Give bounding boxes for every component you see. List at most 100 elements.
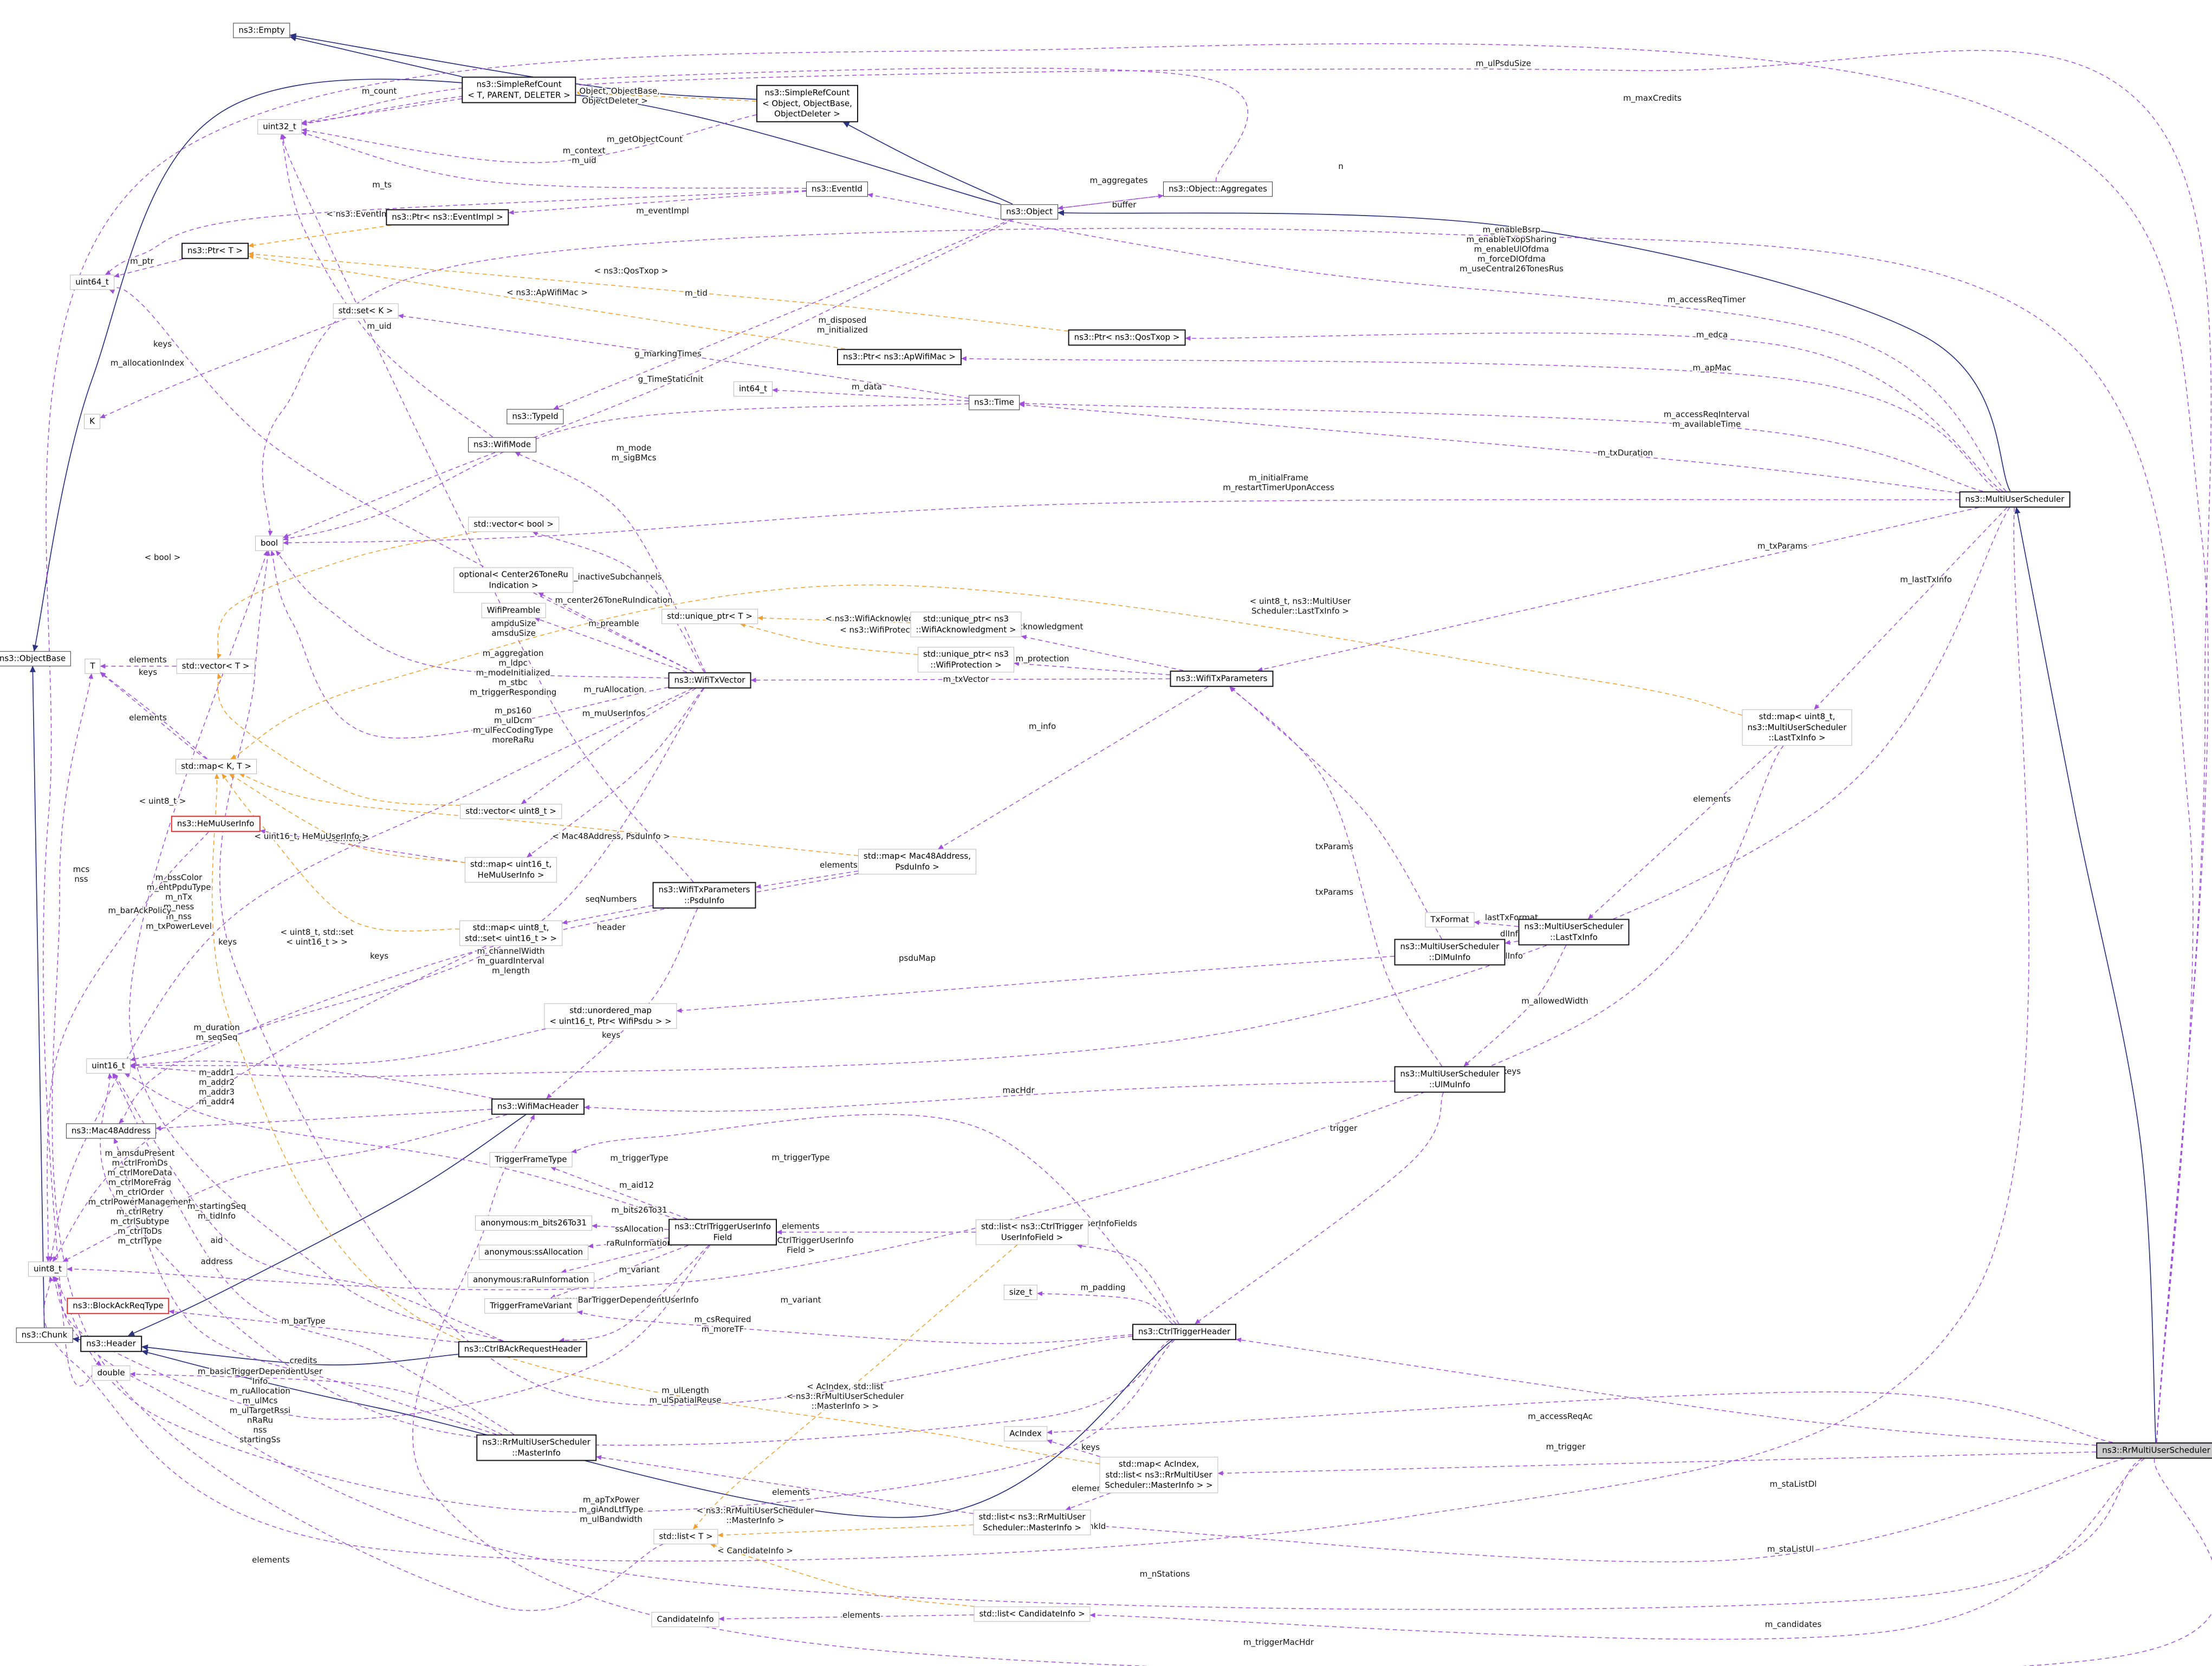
edge-txv-optc — [538, 592, 694, 673]
node-lcand[interactable]: std::list< CandidateInfo > — [974, 1606, 1091, 1622]
node-mapu16[interactable]: std::map< uint16_t, HeMuUserInfo > — [464, 857, 557, 883]
edge-txv-u8 — [49, 688, 693, 1262]
node-dbl[interactable]: double — [92, 1365, 131, 1381]
node-ptrap[interactable]: ns3::Ptr< ns3::ApWifiMac > — [837, 349, 962, 365]
edge-mus-evid — [867, 193, 2007, 492]
node-srct[interactable]: ns3::SimpleRefCount < T, PARENT, DELETER… — [462, 76, 576, 103]
node-tid[interactable]: ns3::TypeId — [507, 409, 564, 424]
node-mapac[interactable]: std::map< AcIndex, std::list< ns3::RrMul… — [1099, 1456, 1218, 1493]
edge-rrmus-aci — [1047, 1391, 2113, 1443]
edge-label-rrmus-mapac: m_staListDl — [1770, 1479, 1817, 1489]
node-minfo[interactable]: ns3::RrMultiUserScheduler ::MasterInfo — [476, 1434, 596, 1461]
node-obase[interactable]: ns3::ObjectBase — [0, 651, 72, 666]
node-ptrev[interactable]: ns3::Ptr< ns3::EventImpl > — [386, 209, 509, 225]
edge-label-rrmus-dbl: m_maxCredits — [1623, 93, 1682, 103]
edge-ulmu-cth — [1195, 1092, 1444, 1324]
node-u8[interactable]: uint8_t — [28, 1261, 67, 1277]
node-ctuif[interactable]: ns3::CtrlTriggerUserInfo Field — [669, 1219, 777, 1246]
node-t[interactable]: T — [85, 659, 101, 674]
edge-label-mapkt-t: elements — [129, 713, 167, 723]
node-anonr[interactable]: anonymous:raRuInformation — [468, 1272, 594, 1287]
edge-ptrap-ptrt — [248, 254, 846, 349]
edge-label-ulmu-wmh: macHdr — [1002, 1085, 1035, 1095]
edge-label-vecu8-vect: < uint8_t > — [139, 796, 186, 806]
node-txp[interactable]: ns3::WifiTxParameters — [1170, 671, 1274, 687]
node-obj[interactable]: ns3::Object — [1001, 204, 1058, 219]
node-ulmu[interactable]: ns3::MultiUserScheduler ::UlMuInfo — [1394, 1066, 1506, 1093]
node-evid[interactable]: ns3::EventId — [806, 181, 868, 197]
node-chunk[interactable]: ns3::Chunk — [16, 1327, 73, 1343]
node-aci[interactable]: AcIndex — [1004, 1426, 1047, 1441]
node-srco[interactable]: ns3::SimpleRefCount < Object, ObjectBase… — [756, 84, 858, 122]
node-bart[interactable]: ns3::BlockAckReqType — [67, 1298, 170, 1314]
node-i64[interactable]: int64_t — [733, 381, 773, 396]
node-lctuif[interactable]: std::list< ns3::CtrlTrigger UserInfoFiel… — [975, 1219, 1089, 1245]
node-hdr[interactable]: ns3::Header — [80, 1336, 142, 1352]
node-u64[interactable]: uint64_t — [70, 275, 114, 290]
edge-label-mus-evid: m_accessReqTimer — [1668, 295, 1746, 305]
node-psdu[interactable]: ns3::WifiTxParameters ::PsduInfo — [652, 882, 756, 909]
edge-label-cback-bart: m_barType — [281, 1316, 325, 1326]
node-maplast[interactable]: std::map< uint8_t, ns3::MultiUserSchedul… — [1742, 709, 1852, 746]
node-cback[interactable]: ns3::CtrlBAckRequestHeader — [458, 1341, 588, 1357]
node-mapu8s[interactable]: std::map< uint8_t, std::set< uint16_t > … — [459, 920, 562, 946]
edge-dlmu-unmap — [676, 955, 1394, 1013]
node-time[interactable]: ns3::Time — [969, 395, 1020, 410]
node-anonb[interactable]: anonymous:m_bits26To31 — [475, 1215, 592, 1231]
node-mus[interactable]: ns3::MultiUserScheduler — [1959, 491, 2071, 507]
node-mapmac[interactable]: std::map< Mac48Address, PsduInfo > — [858, 849, 976, 875]
node-uniqt[interactable]: std::unique_ptr< T > — [661, 609, 758, 624]
node-cand[interactable]: CandidateInfo — [651, 1612, 719, 1627]
node-wpre[interactable]: WifiPreamble — [481, 603, 546, 618]
edge-label-ptrqos-ptrt: < ns3::QosTxop > — [594, 266, 669, 276]
node-uniqp[interactable]: std::unique_ptr< ns3 ::WifiProtection > — [917, 647, 1015, 673]
node-vect[interactable]: std::vector< T > — [176, 659, 255, 674]
node-mapkt[interactable]: std::map< K, T > — [176, 759, 257, 774]
node-cth[interactable]: ns3::CtrlTriggerHeader — [1132, 1324, 1237, 1340]
node-aggr[interactable]: ns3::Object::Aggregates — [1163, 181, 1273, 197]
node-tft[interactable]: TriggerFrameType — [489, 1152, 573, 1167]
node-wmode[interactable]: ns3::WifiMode — [468, 437, 536, 452]
edge-label-dlmu-unmap: psduMap — [899, 953, 936, 963]
edge-mus-time — [1019, 401, 1983, 492]
node-rrmus[interactable]: ns3::RrMultiUserScheduler — [2096, 1442, 2212, 1459]
edge-mus-time — [1019, 402, 1960, 493]
node-lmast[interactable]: std::list< ns3::RrMultiUser Scheduler::M… — [973, 1509, 1091, 1535]
node-uniqa[interactable]: std::unique_ptr< ns3 ::WifiAcknowledgmen… — [910, 611, 1022, 637]
node-setk[interactable]: std::set< K > — [333, 303, 399, 318]
node-optc[interactable]: optional< Center26ToneRu Indication > — [453, 567, 574, 593]
node-unmap[interactable]: std::unordered_map < uint16_t, Ptr< Wifi… — [544, 1003, 677, 1029]
edge-obj-obase — [32, 79, 1001, 652]
node-empty[interactable]: ns3::Empty — [233, 23, 290, 38]
node-txf[interactable]: TxFormat — [1425, 912, 1475, 927]
node-k[interactable]: K — [84, 414, 100, 429]
node-wmh[interactable]: ns3::WifiMacHeader — [491, 1098, 585, 1115]
node-vecu8[interactable]: std::vector< uint8_t > — [460, 804, 562, 819]
node-ltx[interactable]: ns3::MultiUserScheduler ::LastTxInfo — [1518, 919, 1630, 946]
node-listt[interactable]: std::list< T > — [653, 1529, 718, 1544]
node-bool[interactable]: bool — [255, 536, 284, 551]
node-txv[interactable]: ns3::WifiTxVector — [668, 672, 751, 688]
node-dlmu[interactable]: ns3::MultiUserScheduler ::DlMuInfo — [1394, 939, 1506, 966]
edge-hdr-chunk — [72, 1336, 81, 1343]
edge-ltx-txf — [1474, 920, 1519, 927]
node-anons[interactable]: anonymous:ssAllocation — [479, 1245, 588, 1260]
node-szt[interactable]: size_t — [1003, 1285, 1038, 1300]
edge-label-txv-optc: m_center26ToneRuIndication — [555, 595, 672, 606]
edge-ctuif-anons — [588, 1237, 669, 1248]
node-u16[interactable]: uint16_t — [86, 1058, 131, 1073]
edge-mapkt-t — [100, 672, 207, 759]
node-ptrqos[interactable]: ns3::Ptr< ns3::QosTxop > — [1068, 329, 1186, 346]
node-u32[interactable]: uint32_t — [257, 119, 302, 134]
node-vecb[interactable]: std::vector< bool > — [468, 517, 559, 532]
node-mac[interactable]: ns3::Mac48Address — [66, 1123, 157, 1138]
edge-txv-mapu16 — [527, 688, 704, 858]
node-tfv[interactable]: TriggerFrameVariant — [484, 1298, 578, 1313]
edge-ctuif-anonb — [592, 1224, 669, 1230]
node-hemu[interactable]: ns3::HeMuUserInfo — [171, 816, 261, 832]
node-ptrt[interactable]: ns3::Ptr< T > — [181, 243, 249, 259]
